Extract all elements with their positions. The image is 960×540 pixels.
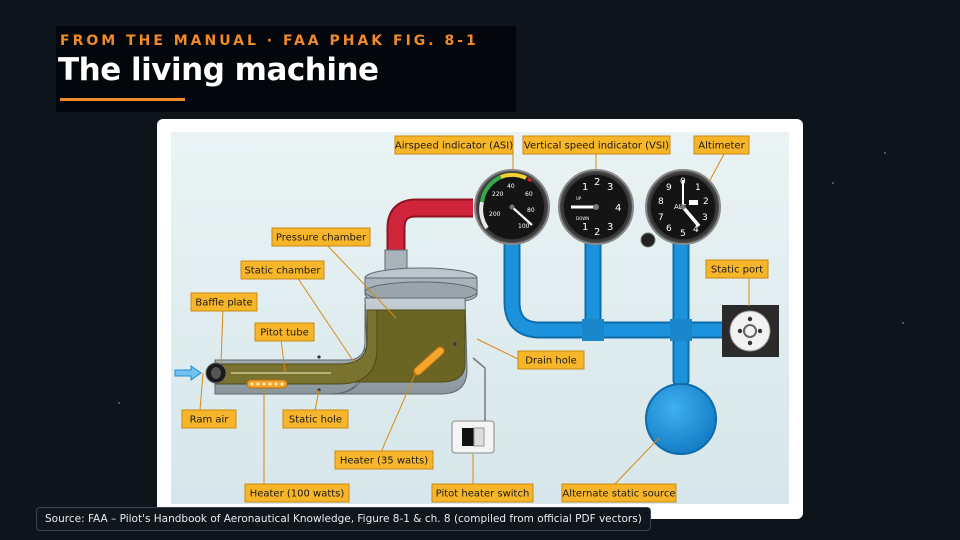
background-star (884, 152, 886, 154)
header-block (56, 26, 516, 112)
svg-text:6: 6 (666, 224, 672, 234)
svg-text:220: 220 (492, 191, 504, 198)
svg-text:4: 4 (693, 225, 699, 235)
svg-text:5: 5 (680, 229, 686, 239)
svg-text:2: 2 (594, 227, 600, 238)
svg-text:8: 8 (658, 197, 664, 207)
label-static-port: Static port (711, 265, 763, 276)
svg-text:2: 2 (594, 177, 600, 188)
pitot-housing (205, 249, 478, 395)
svg-text:40: 40 (507, 183, 515, 190)
label-asi: Airspeed indicator (ASI) (395, 141, 513, 152)
label-altimeter: Altimeter (698, 141, 745, 152)
title-underline (60, 98, 185, 101)
svg-text:DOWN: DOWN (576, 216, 589, 221)
svg-text:100: 100 (518, 223, 530, 230)
label-static-hole: Static hole (289, 415, 342, 426)
cross-fitting (670, 319, 692, 341)
svg-text:200: 200 (489, 211, 501, 218)
label-pitot-heater-switch: Pitot heater switch (436, 489, 530, 500)
header-kicker: FROM THE MANUAL · FAA PHAK FIG. 8-1 (60, 33, 479, 49)
svg-text:1: 1 (695, 183, 701, 193)
label-pitot-tube: Pitot tube (260, 328, 309, 339)
svg-text:1: 1 (582, 182, 588, 193)
static-port-disc (729, 310, 771, 352)
svg-text:2: 2 (703, 197, 709, 207)
svg-text:3: 3 (607, 182, 613, 193)
svg-text:3: 3 (607, 222, 613, 233)
label-static-chamber: Static chamber (244, 266, 321, 277)
label-heater-35: Heater (35 watts) (340, 456, 428, 467)
svg-text:9: 9 (666, 183, 672, 193)
page-title: The living machine (58, 52, 379, 88)
heater-wire (472, 357, 486, 424)
svg-text:4: 4 (615, 203, 621, 214)
label-ram-air: Ram air (190, 415, 230, 426)
label-baffle-plate: Baffle plate (195, 298, 252, 309)
label-pressure-chamber: Pressure chamber (276, 233, 367, 244)
svg-text:UP: UP (576, 196, 582, 201)
svg-text:80: 80 (527, 207, 535, 214)
figure-labels: Airspeed indicator (ASI) Vertical speed … (181, 135, 769, 503)
label-drain-hole: Drain hole (525, 356, 577, 367)
label-heater-100: Heater (100 watts) (250, 489, 345, 500)
svg-text:60: 60 (525, 191, 533, 198)
leader-lines (199, 153, 750, 486)
label-vsi: Vertical speed indicator (VSI) (524, 141, 669, 152)
alternate-static-dome (645, 383, 717, 455)
background-star (118, 402, 120, 404)
background-star (832, 182, 834, 184)
svg-text:3: 3 (702, 213, 708, 223)
pitot-line (388, 200, 473, 258)
ram-air-arrow (174, 365, 202, 381)
svg-text:1: 1 (582, 222, 588, 233)
svg-text:ALT: ALT (674, 203, 687, 211)
svg-text:7: 7 (658, 213, 664, 223)
source-caption: Source: FAA – Pilot's Handbook of Aerona… (36, 507, 651, 531)
tee-fitting (582, 319, 604, 341)
static-lines (503, 231, 735, 389)
label-alternate-static-source: Alternate static source (562, 489, 675, 500)
background-star (902, 322, 904, 324)
